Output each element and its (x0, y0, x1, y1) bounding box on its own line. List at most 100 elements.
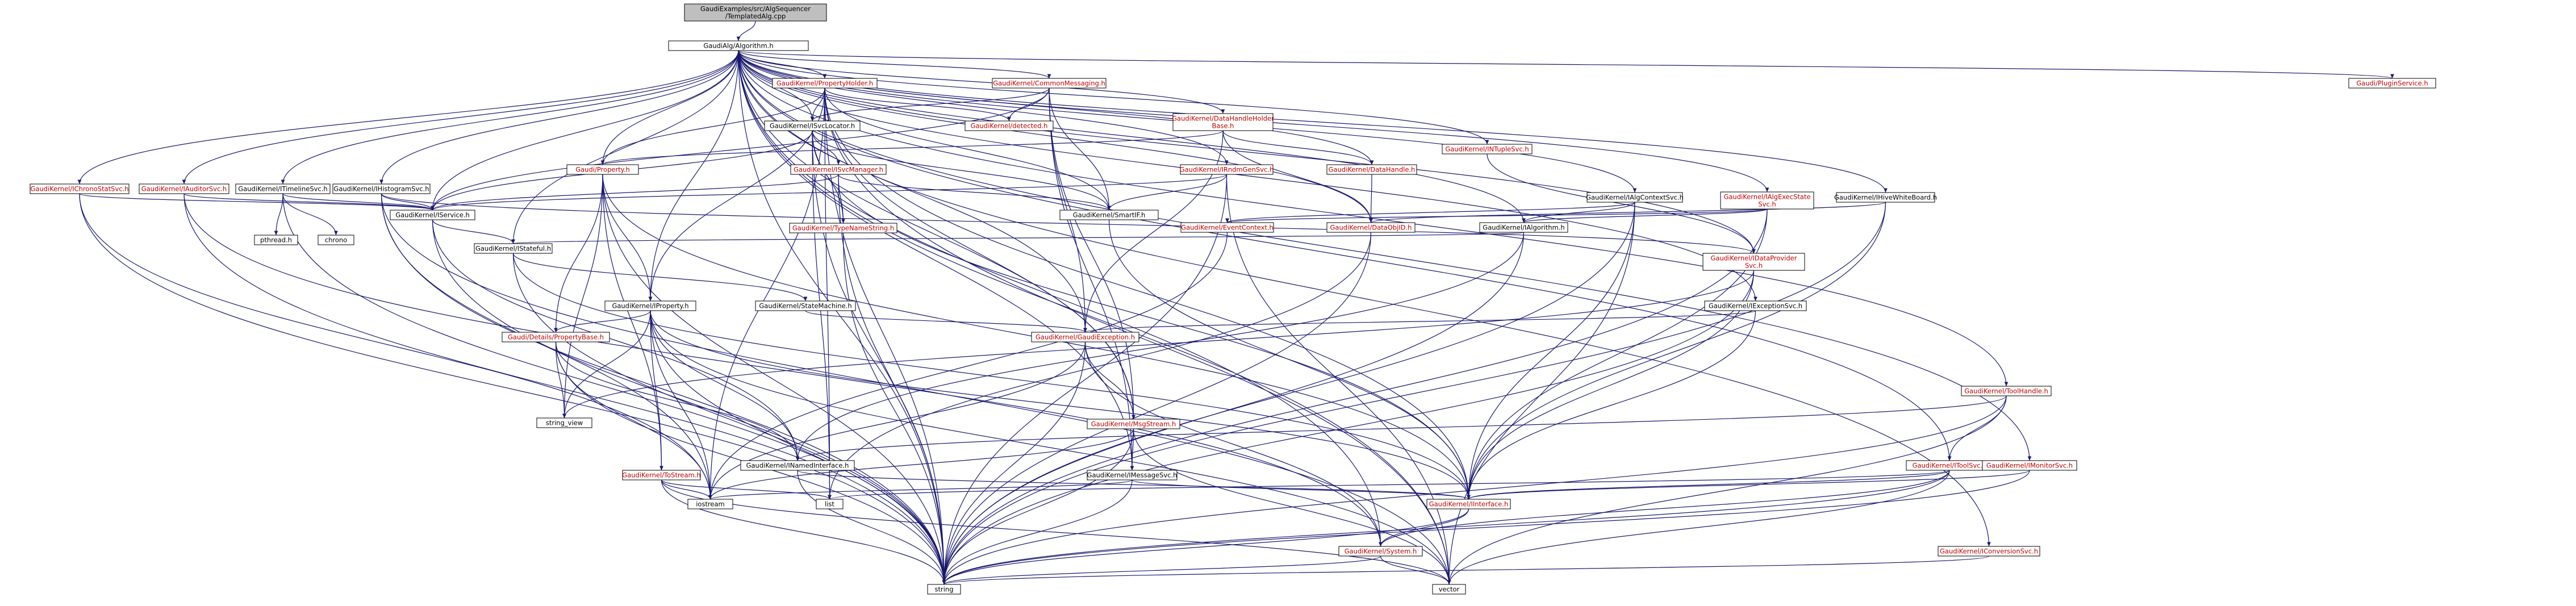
node-irndm[interactable]: GaudiKernel/IRndmGenSvc.h (1180, 164, 1274, 175)
node-iproperty[interactable]: GaudiKernel/IProperty.h (604, 300, 696, 311)
node-alg[interactable]: GaudiAlg/Algorithm.h (668, 40, 809, 51)
edge-dhh-to-dataobjid (1222, 130, 1373, 223)
node-istatemachine[interactable]: GaudiKernel/StateMachine.h (755, 300, 856, 311)
edge-property-to-iproperty (602, 174, 653, 302)
edge-ialgorithm-to-string (942, 232, 1525, 585)
node-propholder[interactable]: GaudiKernel/PropertyHolder.h (772, 78, 878, 89)
edge-propbase-to-inamed (555, 341, 800, 461)
node-datahandle[interactable]: GaudiKernel/DataHandle.h (1326, 164, 1417, 175)
edge-alg-to-pluginsvc (738, 50, 2394, 79)
node-ichrono[interactable]: GaudiKernel/IChronoStatSvc.h (30, 183, 130, 194)
edge-irndm-to-iservice (431, 174, 1228, 211)
node-box-gaudiexc (1031, 332, 1139, 342)
node-label-iinterface: GaudiKernel/IInterface.h (1429, 500, 1509, 508)
edge-iproperty-to-string_view (562, 310, 651, 419)
node-gaudiexc[interactable]: GaudiKernel/GaudiException.h (1031, 332, 1139, 342)
node-ihisto[interactable]: GaudiKernel/IHistogramSvc.h (332, 183, 431, 194)
node-label-ialgexec: GaudiKernel/IAlgExecState (1723, 193, 1810, 201)
edge-itoolsvc-to-string (942, 470, 1950, 585)
node-label-iproperty: GaudiKernel/IProperty.h (612, 302, 688, 310)
edge-eventctx-to-iostream (708, 232, 1228, 500)
node-typename[interactable]: GaudiKernel/TypeNameString.h (789, 223, 897, 233)
edge-alg-to-irndm (738, 50, 1229, 165)
node-box-ihive (1836, 192, 1935, 203)
node-smartif[interactable]: GaudiKernel/SmartIF.h (1059, 210, 1159, 220)
node-commonmsg[interactable]: GaudiKernel/CommonMessaging.h (992, 78, 1107, 89)
node-label-ihisto: GaudiKernel/IHistogramSvc.h (333, 185, 429, 193)
edge-alg-to-gaudiexc (738, 50, 1087, 333)
edge-alg-to-datahandle (738, 50, 1374, 165)
node-itimeline[interactable]: GaudiKernel/ITimelineSvc.h (235, 183, 331, 194)
edge-itimeline-to-iservice (282, 193, 435, 211)
edge-propholder-to-property (600, 87, 825, 165)
node-iinterface[interactable]: GaudiKernel/IInterface.h (1426, 499, 1511, 509)
node-label-idataprov: Svc.h (1745, 262, 1763, 270)
edge-tostream-to-vector (661, 479, 1451, 585)
node-root[interactable]: GaudiExamples/src/AlgSequencer/Templated… (684, 3, 827, 22)
node-iexception[interactable]: GaudiKernel/IExceptionSvc.h (1704, 300, 1807, 311)
node-dataobjid[interactable]: GaudiKernel/DataObjID.h (1326, 222, 1416, 233)
node-box-list (816, 499, 844, 509)
edge-gaudiexc-to-iostream (708, 341, 1086, 500)
node-iauditor[interactable]: GaudiKernel/IAuditorSvc.h (139, 183, 229, 194)
edge-ihisto-to-idataprov (381, 193, 1756, 254)
edge-ialgctx-to-iinterface (1467, 202, 1635, 500)
edge-idataprov-to-string_view (562, 270, 1755, 419)
node-eventctx[interactable]: GaudiKernel/EventContext.h (1180, 222, 1274, 233)
node-imonitor[interactable]: GaudiKernel/IMonitorSvc.h (1982, 460, 2077, 471)
node-system[interactable]: GaudiKernel/System.h (1338, 546, 1423, 557)
node-detected[interactable]: GaudiKernel/detected.h (965, 120, 1054, 131)
edge-iinterface-to-system (1379, 508, 1469, 547)
edge-iauditor-to-string (183, 193, 946, 585)
node-property[interactable]: Gaudi/Property.h (566, 164, 639, 175)
node-box-system (1338, 546, 1423, 557)
node-toolhandle[interactable]: GaudiKernel/ToolHandle.h (1961, 386, 2052, 396)
node-inamed[interactable]: GaudiKernel/INamedInterface.h (740, 460, 855, 471)
node-label-system: GaudiKernel/System.h (1345, 548, 1417, 555)
node-box-string_view (536, 417, 592, 428)
node-box-smartif (1059, 210, 1159, 220)
node-label-ialgctx: GaudiKernel/IAlgContextSvc.h (1586, 194, 1684, 202)
node-istateful[interactable]: GaudiKernel/IStateful.h (474, 243, 553, 254)
edge-istateful-to-istatemachine (512, 253, 808, 302)
node-isvcmanager[interactable]: GaudiKernel/ISvcManager.h (790, 164, 887, 175)
node-label-istatemachine: GaudiKernel/StateMachine.h (759, 302, 851, 310)
node-iservice[interactable]: GaudiKernel/IService.h (390, 210, 475, 220)
edge-iconversion-to-string (942, 555, 1990, 585)
node-pluginsvc[interactable]: Gaudi/PluginService.h (2348, 78, 2436, 89)
node-tostream[interactable]: GaudiKernel/ToStream.h (622, 470, 701, 480)
edge-dhh-to-datahandle (1222, 130, 1374, 165)
edge-propholder-to-msgstream (824, 87, 1135, 420)
node-msgstream[interactable]: GaudiKernel/MsgStream.h (1087, 419, 1180, 429)
edge-smartif-to-iinterface (1108, 219, 1471, 500)
node-label-iconversion: GaudiKernel/IConversionSvc.h (1940, 548, 2038, 555)
edge-iservice-to-inamed (432, 219, 800, 461)
node-label-itoolsvc: GaudiKernel/IToolSvc.h (1913, 462, 1987, 470)
edge-root-to-alg (736, 20, 756, 41)
node-ialgorithm[interactable]: GaudiKernel/IAlgorithm.h (1479, 222, 1568, 233)
edge-system-to-string (942, 555, 1381, 585)
node-itoolsvc[interactable]: GaudiKernel/IToolSvc.h (1906, 460, 1993, 471)
edge-alg-to-iexception (738, 50, 1757, 302)
node-iostream: iostream (687, 499, 733, 509)
node-ntuple[interactable]: GaudiKernel/INTupleSvc.h (1442, 144, 1533, 154)
edge-alg-to-iauditor (182, 50, 739, 185)
node-imessagesvc[interactable]: GaudiKernel/IMessageSvc.h (1087, 470, 1178, 480)
node-label-imessagesvc: GaudiKernel/IMessageSvc.h (1087, 471, 1178, 479)
edge-alg-to-imessagesvc (738, 50, 1134, 471)
node-box-ialgorithm (1479, 222, 1568, 233)
edge-alg-to-imonitor (738, 50, 2032, 461)
node-box-itimeline (235, 183, 331, 194)
node-isvclocator[interactable]: GaudiKernel/ISvcLocator.h (764, 120, 861, 131)
node-ihive[interactable]: GaudiKernel/IHiveWhiteBoard.h (1834, 192, 1937, 203)
edge-commonmsg-to-msgstream (1049, 87, 1135, 420)
node-propbase[interactable]: Gaudi/Details/PropertyBase.h (502, 332, 610, 342)
node-iconversion[interactable]: GaudiKernel/IConversionSvc.h (1938, 546, 2040, 557)
node-box-vector (1432, 584, 1466, 595)
edge-iservice-to-string (432, 219, 946, 585)
edge-itoolsvc-to-system (1379, 470, 1950, 547)
node-ialgctx[interactable]: GaudiKernel/IAlgContextSvc.h (1586, 192, 1684, 203)
